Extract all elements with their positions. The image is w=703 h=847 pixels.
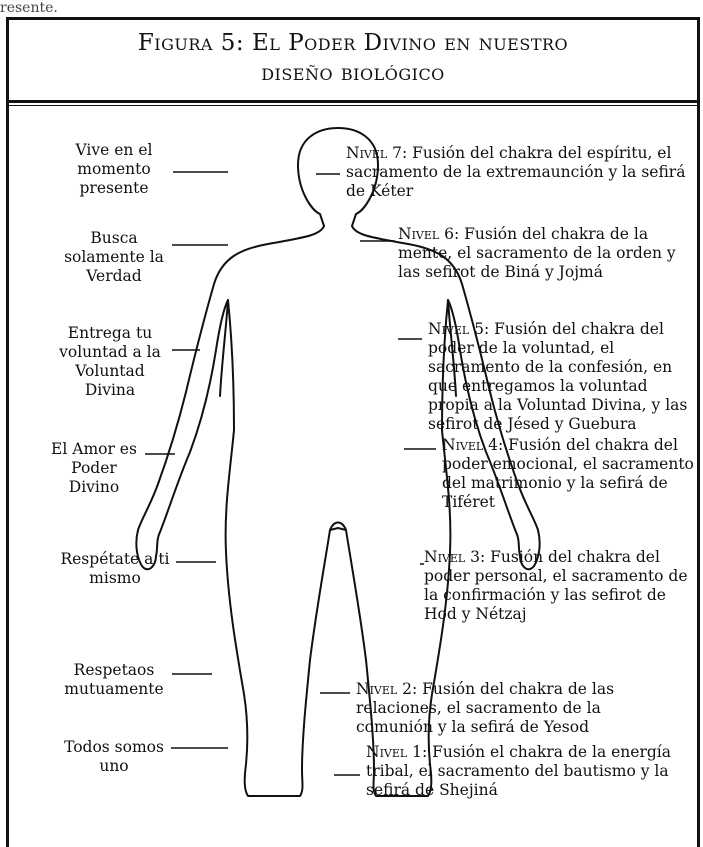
left-label-self-respect: Respétate a ti mismo [56, 550, 174, 588]
level-2-label: Nivel 2: [356, 680, 417, 698]
level-6-label: Nivel 6: [398, 225, 459, 243]
level-6-description: Nivel 6: Fusión del chakra de la mente, … [398, 225, 698, 282]
level-1-label: Nivel 1: [366, 743, 427, 761]
left-label-unity: Todos somos uno [58, 738, 170, 776]
level-7-description: Nivel 7: Fusión del chakra del espíritu,… [346, 144, 696, 201]
level-4-label: Nivel 4: [442, 436, 503, 454]
level-5-description: Nivel 5: Fusión del chakra del poder de … [428, 320, 696, 434]
left-label-present: Vive en el momento presente [58, 141, 170, 198]
left-label-love: El Amor es Poder Divino [44, 440, 144, 497]
left-label-truth: Busca solamente la Verdad [62, 229, 166, 286]
level-4-description: Nivel 4: Fusión del chakra del poder emo… [442, 436, 696, 512]
level-1-description: Nivel 1: Fusión el chakra de la energía … [366, 743, 700, 800]
level-7-label: Nivel 7: [346, 144, 407, 162]
level-3-description: Nivel 3: Fusión del chakra del poder per… [424, 548, 696, 624]
left-label-will: Entrega tu voluntad a la Voluntad Divina [48, 324, 172, 400]
level-3-label: Nivel 3: [424, 548, 485, 566]
level-2-description: Nivel 2: Fusión del chakra de las relaci… [356, 680, 656, 737]
level-5-label: Nivel 5: [428, 320, 489, 338]
left-label-mutual-respect: Respetaos mutuamente [56, 661, 172, 699]
